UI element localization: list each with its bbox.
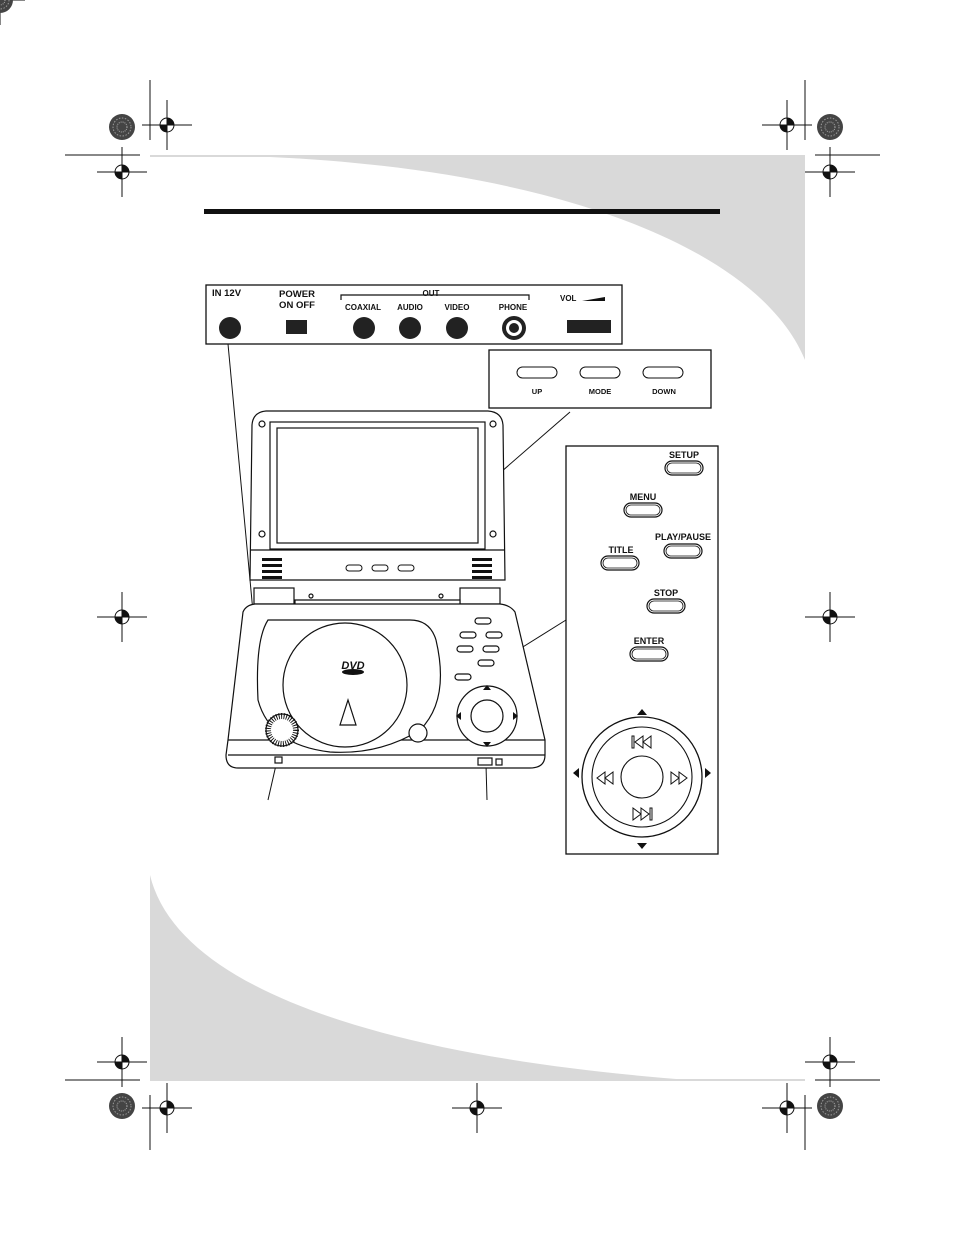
setup-label: SETUP <box>669 450 699 460</box>
enter-label: ENTER <box>634 636 665 646</box>
stop-label: STOP <box>654 588 678 598</box>
menu-label: MENU <box>630 492 657 502</box>
play-pause-label: PLAY/PAUSE <box>655 532 711 542</box>
center-button <box>621 756 663 798</box>
title-label: TITLE <box>609 545 634 555</box>
